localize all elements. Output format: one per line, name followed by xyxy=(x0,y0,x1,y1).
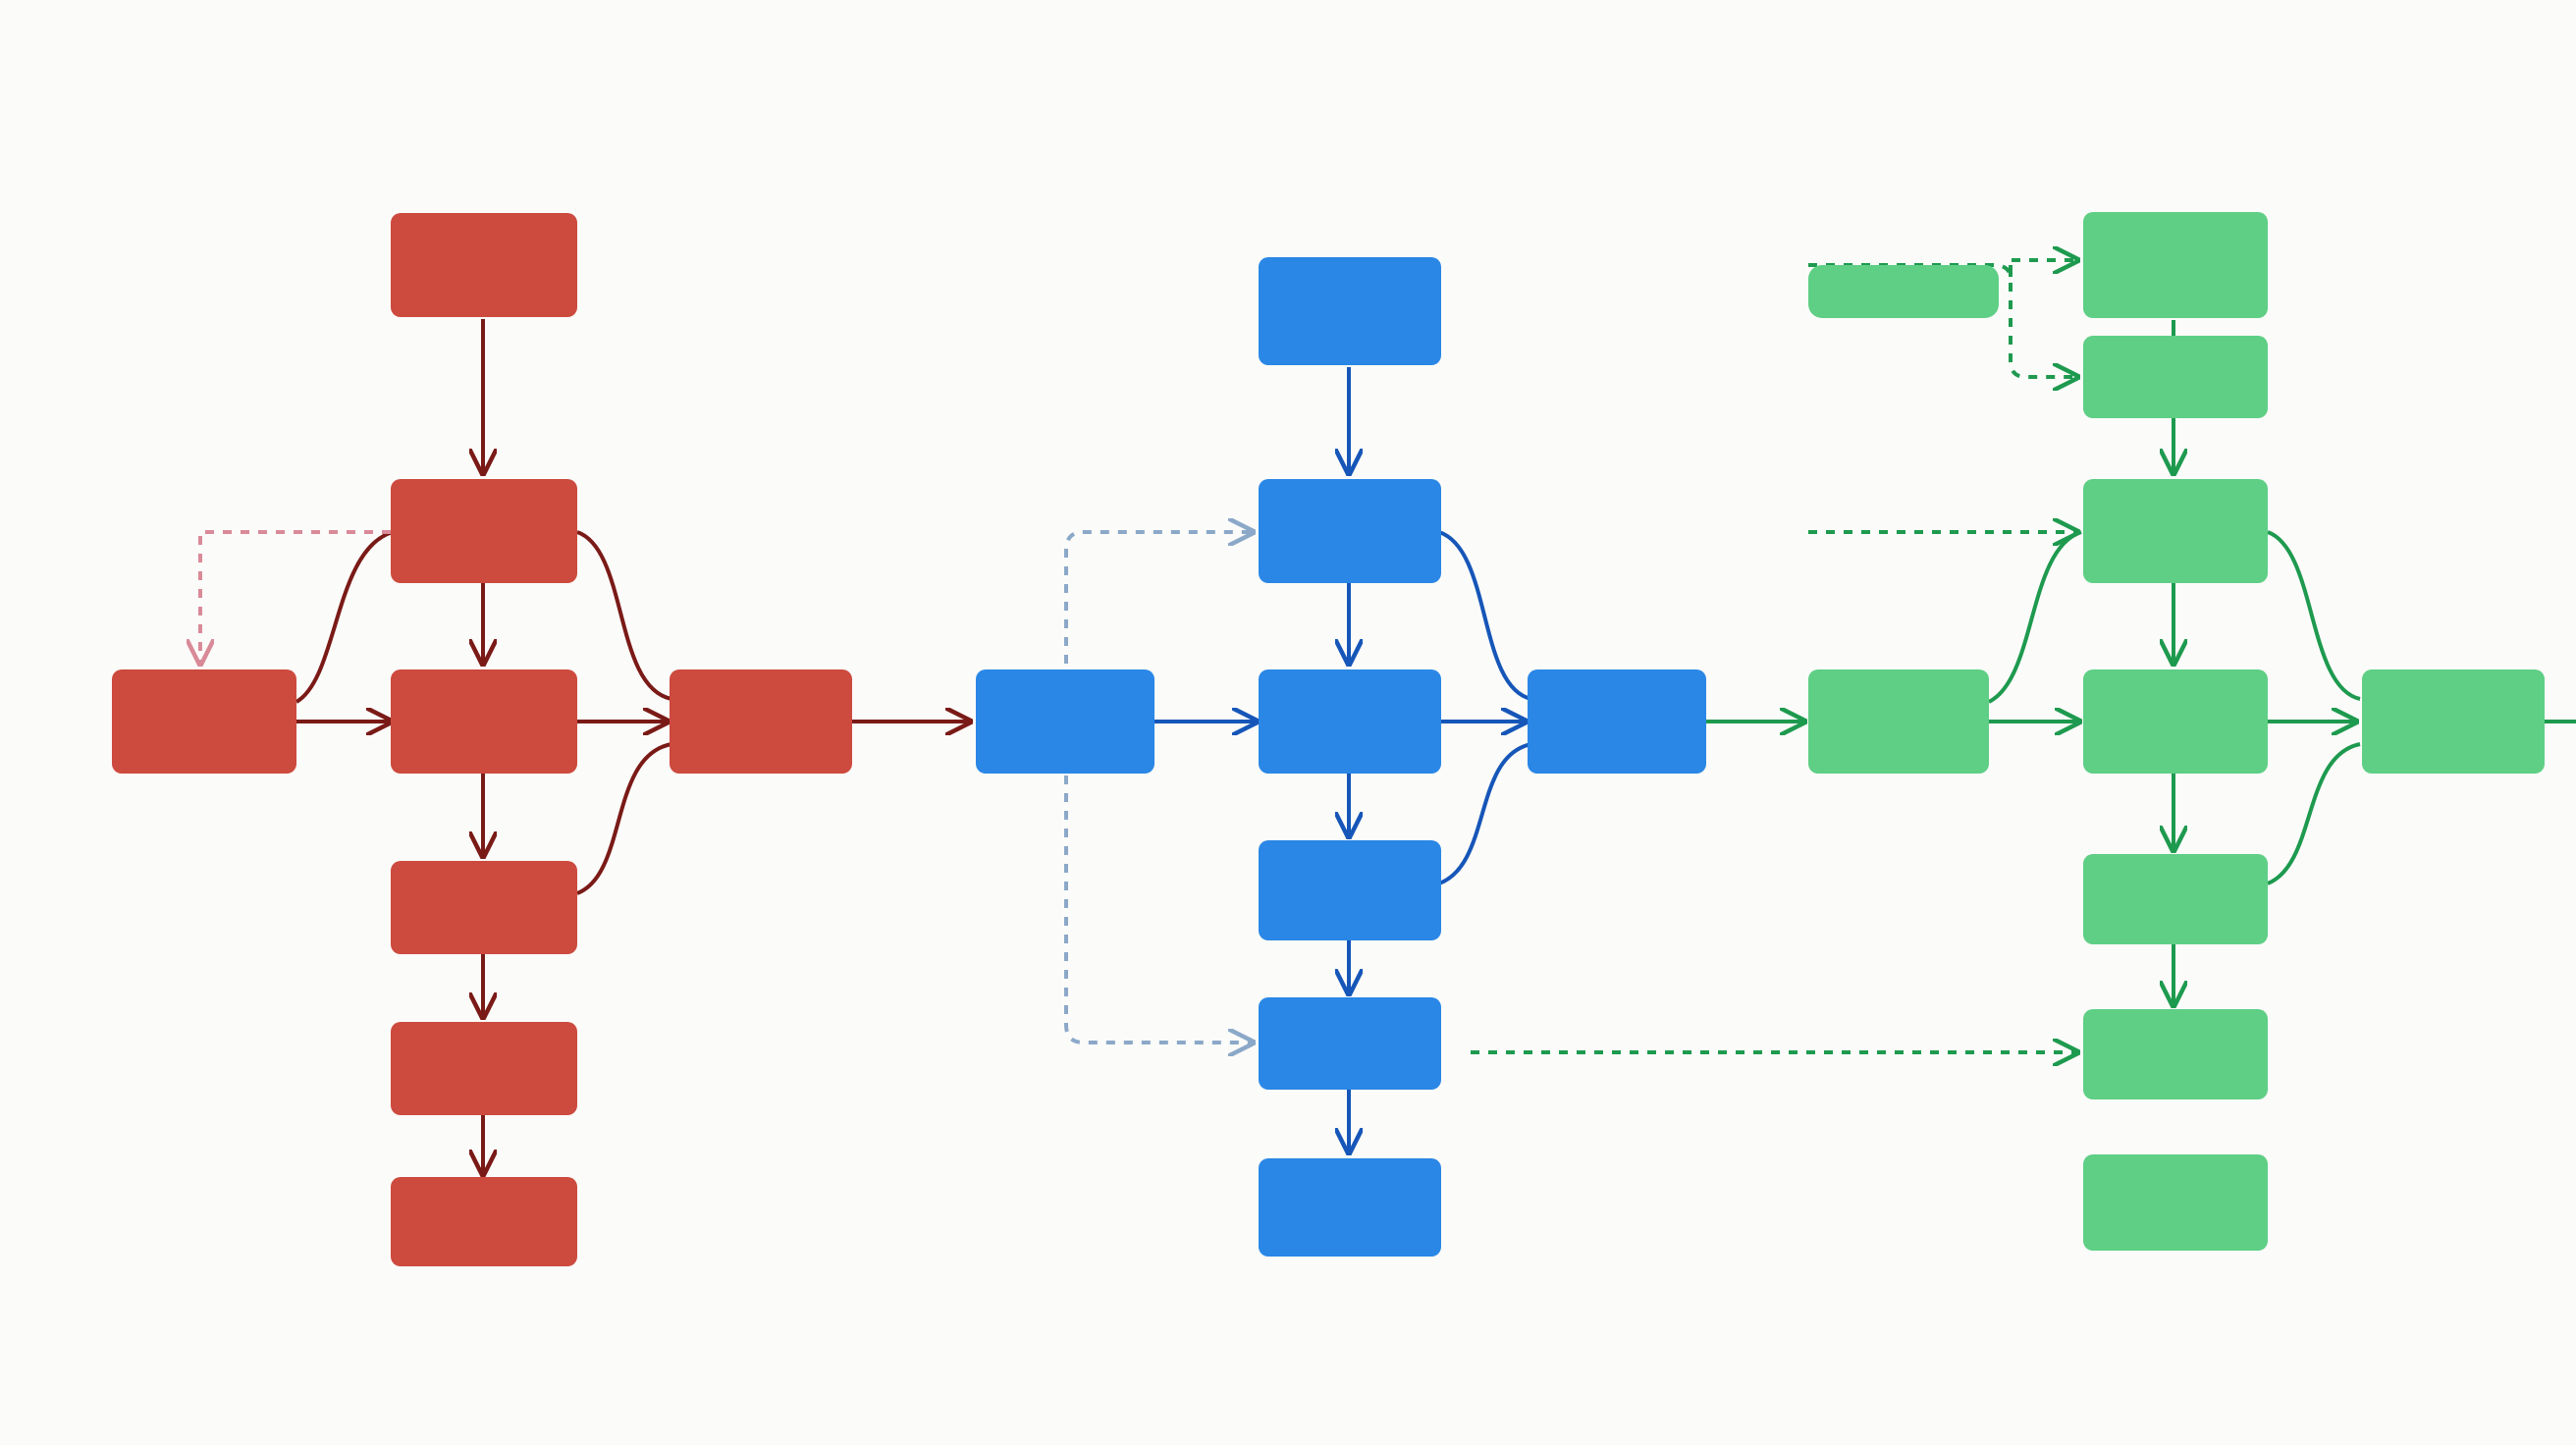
blue-dashed-edge xyxy=(1064,532,1253,664)
blue-node xyxy=(976,669,1154,774)
green-group xyxy=(1471,212,2576,1251)
blue-dashed-edge xyxy=(1064,776,1253,1043)
red-node xyxy=(391,861,577,954)
blue-node xyxy=(1259,257,1441,365)
blue-edge xyxy=(1438,530,1532,701)
green-node xyxy=(1808,669,1989,774)
blue-node xyxy=(1259,479,1441,583)
red-edge xyxy=(576,530,672,701)
blue-node xyxy=(1259,840,1441,940)
blue-node xyxy=(1259,669,1441,774)
red-edge xyxy=(576,742,672,895)
blue-node xyxy=(1259,1158,1441,1257)
red-group xyxy=(112,213,970,1266)
red-edge xyxy=(295,530,394,704)
green-edge xyxy=(2267,530,2361,701)
green-dashed-edge xyxy=(2009,265,2077,377)
green-node xyxy=(2083,1009,2268,1099)
green-node xyxy=(2083,669,2268,774)
red-node xyxy=(391,213,577,317)
red-dashed-edge xyxy=(200,530,391,664)
blue-edge xyxy=(1438,742,1532,885)
red-node xyxy=(391,479,577,583)
red-node xyxy=(391,1022,577,1115)
green-dashed-edge xyxy=(1808,260,2077,280)
green-node xyxy=(2362,669,2545,774)
green-edge xyxy=(2267,742,2361,885)
blue-group xyxy=(976,257,1706,1257)
blue-node xyxy=(1259,997,1441,1090)
green-node xyxy=(2083,1154,2268,1251)
red-node xyxy=(670,669,852,774)
red-node xyxy=(391,669,577,774)
green-node xyxy=(2083,336,2268,418)
red-node xyxy=(391,1177,577,1266)
green-node xyxy=(1808,265,1999,318)
green-node xyxy=(2083,479,2268,583)
green-node xyxy=(2083,212,2268,318)
red-node xyxy=(112,669,296,774)
green-edge xyxy=(1988,530,2082,704)
blue-node xyxy=(1528,669,1706,774)
green-node xyxy=(2083,854,2268,944)
